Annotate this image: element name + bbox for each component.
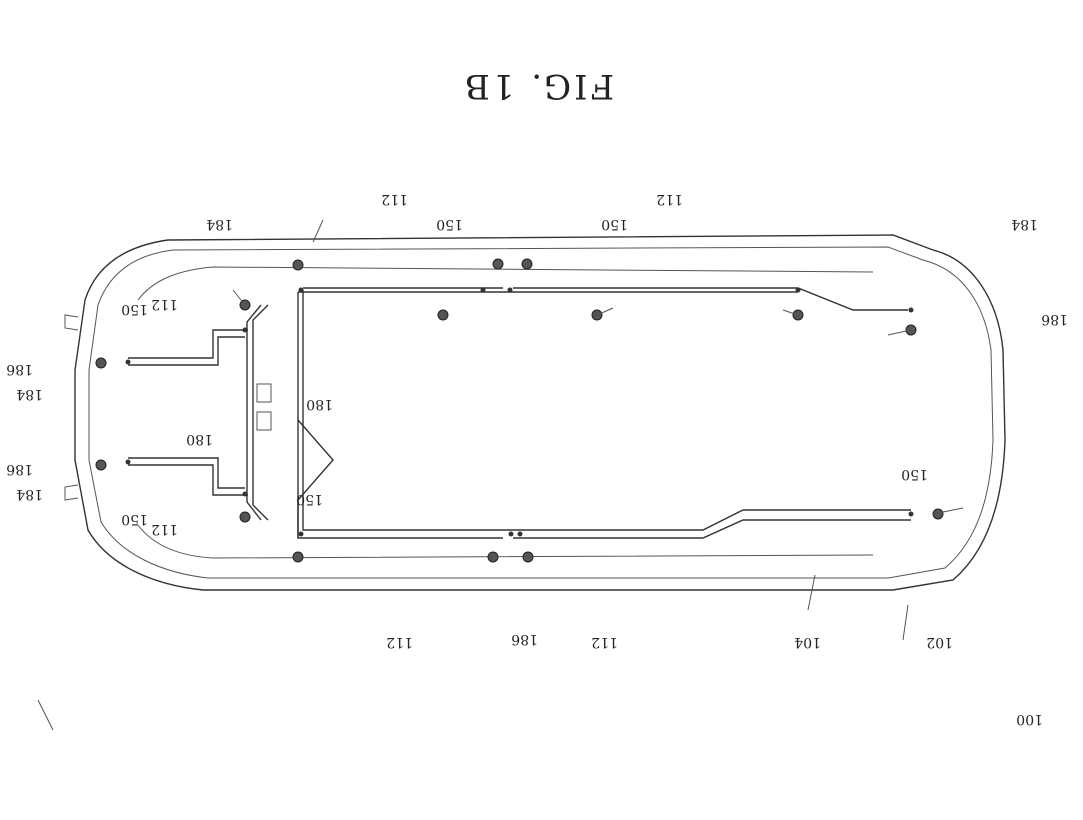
vehicle-roof-line xyxy=(137,266,874,559)
device-point xyxy=(521,258,533,270)
ref-112-f: 112 xyxy=(151,521,178,537)
ref-150-a: 150 xyxy=(901,466,928,482)
junction-dot xyxy=(298,287,304,293)
harness-104-right-upper xyxy=(297,290,513,538)
junction-dot xyxy=(298,531,304,537)
ref-102: 102 xyxy=(926,634,953,650)
junction-dot xyxy=(517,531,523,537)
device-point xyxy=(487,551,499,563)
junction-dot xyxy=(480,287,486,293)
ref-180-a: 180 xyxy=(306,396,333,412)
junction-dot xyxy=(242,327,248,333)
ref-150-c: 150 xyxy=(121,511,148,527)
junction-dot xyxy=(908,307,914,313)
device-point xyxy=(292,259,304,271)
ref-104: 104 xyxy=(794,634,821,650)
ref-112-c: 112 xyxy=(656,191,683,207)
reference-numerals: 100 102 104 112 112 112 112 112 112 180 … xyxy=(6,191,1068,727)
junction-dot xyxy=(795,287,801,293)
device-point xyxy=(437,309,449,321)
ref-112-b: 112 xyxy=(386,634,413,650)
ref-184-b: 184 xyxy=(206,216,233,232)
vehicle-mirror-left xyxy=(64,484,79,501)
ref-150-b: 150 xyxy=(296,491,323,507)
ref-150-d: 150 xyxy=(121,301,148,317)
figure-title: FIG. 1B xyxy=(462,66,614,106)
harness-104-lower xyxy=(513,509,911,531)
harness-front-branch-upper xyxy=(128,457,248,496)
device-point xyxy=(292,551,304,563)
ref-184-d: 184 xyxy=(16,486,43,502)
junction-dots xyxy=(125,287,914,537)
ref-180-b: 180 xyxy=(186,431,213,447)
junction-dot xyxy=(507,287,513,293)
device-point xyxy=(95,357,107,369)
junction-dot xyxy=(242,491,248,497)
ref-112-a: 112 xyxy=(591,634,618,650)
harness-104-top-branch xyxy=(298,287,908,311)
vehicle-body-inner-outline xyxy=(88,246,994,579)
ref-184-c: 184 xyxy=(16,386,43,402)
device-points xyxy=(95,258,944,563)
junction-dot xyxy=(125,359,131,365)
leader-lines xyxy=(37,219,964,731)
connector-180-b xyxy=(256,383,272,403)
connector-180-a xyxy=(256,411,272,431)
harness-front-cross xyxy=(246,304,269,521)
ref-100: 100 xyxy=(1016,711,1043,727)
harness-front-branch-lower xyxy=(128,329,248,366)
ref-186-a: 186 xyxy=(1041,311,1068,327)
ref-150-f: 150 xyxy=(601,216,628,232)
device-point xyxy=(95,459,107,471)
vehicle-mirror-right xyxy=(64,314,79,331)
ref-186-d: 186 xyxy=(511,631,538,647)
ref-150-e: 150 xyxy=(436,216,463,232)
device-point xyxy=(492,258,504,270)
ref-112-d: 112 xyxy=(381,191,408,207)
device-point xyxy=(239,511,251,523)
ref-186-b: 186 xyxy=(6,461,33,477)
junction-dot xyxy=(125,459,131,465)
ref-112-e: 112 xyxy=(151,296,178,312)
harness-104-upper xyxy=(297,419,911,539)
device-point xyxy=(522,551,534,563)
ref-186-c: 186 xyxy=(6,361,33,377)
junction-dot xyxy=(908,511,914,517)
junction-dot xyxy=(508,531,514,537)
ref-184-a: 184 xyxy=(1011,216,1038,232)
vehicle-body-outline xyxy=(74,234,1006,591)
